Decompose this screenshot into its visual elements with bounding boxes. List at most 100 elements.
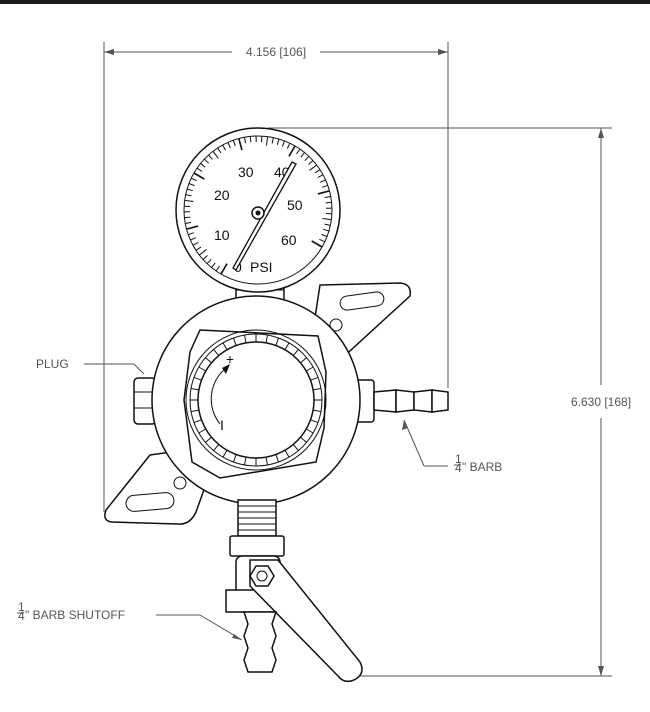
- gauge-tick: [185, 221, 192, 224]
- knurl-ridge: [275, 454, 280, 463]
- shutoff-barb: [242, 611, 278, 673]
- gauge-tick: [276, 138, 280, 145]
- knurl-ridge: [313, 388, 322, 391]
- gauge-tick: [314, 169, 321, 174]
- gauge-tick: [324, 196, 331, 199]
- knurl-ridge: [205, 357, 212, 364]
- gauge-tick: [304, 155, 310, 162]
- knurl-ridge: [284, 449, 290, 458]
- gauge-tick: [184, 216, 191, 219]
- knurl-ridge: [222, 342, 228, 351]
- barb-callout-fraction-num: 1: [455, 452, 462, 466]
- gauge-tick: [317, 190, 330, 195]
- knurl-ridge: [205, 436, 212, 443]
- gauge-tick-label-30: 30: [238, 164, 254, 180]
- height-dimension: 6.630 [168]: [268, 127, 631, 677]
- knurl-ridge: [244, 457, 247, 466]
- gauge-tick: [186, 225, 199, 230]
- lower-threaded-stem: [237, 499, 277, 537]
- knurl-ridge: [190, 409, 199, 412]
- barb-callout: 1 4 " BARB: [402, 419, 502, 475]
- gauge-tick: [311, 240, 323, 248]
- knurl-ridge: [313, 409, 322, 412]
- barb-callout-label: " BARB: [462, 460, 502, 474]
- gauge-tick: [200, 163, 206, 168]
- gauge-tick: [309, 164, 318, 171]
- top-border-bar: [0, 0, 650, 4]
- gauge-tick: [319, 238, 326, 243]
- gauge-tick: [196, 167, 203, 172]
- knurl-ridge: [213, 349, 220, 356]
- gauge-tick: [288, 145, 296, 157]
- adjustment-knob-knurl: [190, 334, 322, 466]
- gauge-tick: [249, 136, 252, 143]
- gauge-tick: [265, 136, 269, 146]
- knurl-ridge: [198, 428, 207, 434]
- knurl-ridge: [193, 419, 202, 424]
- gauge-tick: [324, 223, 331, 226]
- gauge-tick: [319, 179, 326, 183]
- shutoff-callout-fraction-den: 4: [18, 609, 25, 623]
- height-dimension-label: 6.630 [168]: [571, 395, 631, 409]
- width-dimension-label: 4.156 [106]: [246, 45, 306, 59]
- gauge-tick: [222, 144, 226, 151]
- gauge-tick: [232, 140, 236, 147]
- width-dimension: 4.156 [106]: [103, 42, 449, 512]
- gauge-tick-label-20: 20: [214, 187, 230, 203]
- gauge-tick: [296, 148, 301, 155]
- knurl-ridge: [265, 334, 268, 343]
- gauge-tick: [215, 265, 220, 272]
- knurl-ridge: [232, 337, 237, 346]
- gauge-tick: [281, 140, 285, 147]
- gauge-tick: [188, 232, 195, 236]
- gauge-tick: [321, 233, 328, 237]
- gauge-tick-marks: [184, 136, 332, 275]
- knurl-ridge: [275, 337, 280, 346]
- gauge-tick-label-60: 60: [281, 232, 297, 248]
- knurl-ridge: [300, 436, 307, 443]
- gauge-tick: [317, 174, 324, 178]
- barb-fitting: [351, 379, 449, 423]
- pressure-gauge: 0 10 20 30 40 50 60 PSI: [175, 127, 341, 293]
- gauge-tick: [193, 172, 205, 180]
- gauge-tick: [212, 150, 219, 159]
- gauge-tick-label-10: 10: [214, 227, 230, 243]
- knurl-ridge: [305, 428, 314, 434]
- gauge-tick: [321, 184, 328, 188]
- gauge-needle: [232, 161, 297, 271]
- gauge-tick: [271, 137, 274, 144]
- gauge-tick: [217, 147, 222, 154]
- dial-minus-label: I: [220, 417, 224, 433]
- plug-callout: PLUG: [36, 357, 145, 375]
- gauge-tick: [198, 249, 207, 256]
- gauge-tick: [220, 263, 228, 275]
- gauge-tick: [203, 158, 210, 164]
- knurl-ridge: [244, 334, 247, 343]
- gauge-tick: [192, 242, 199, 246]
- gauge-tick: [300, 152, 305, 158]
- knurl-ridge: [305, 366, 314, 372]
- gauge-tick: [186, 188, 193, 192]
- gauge-tick: [322, 217, 332, 221]
- gauge-unit-label: PSI: [250, 259, 273, 275]
- shutoff-valve: [225, 535, 363, 683]
- knurl-ridge: [190, 388, 199, 391]
- knurl-ridge: [222, 449, 228, 458]
- dial-plus-label: +: [226, 351, 234, 367]
- barb-callout-fraction-den: 4: [455, 461, 462, 475]
- gauge-tick: [286, 142, 291, 149]
- shutoff-valve-handle: [249, 559, 363, 683]
- gauge-tick-label-50: 50: [287, 197, 303, 213]
- gauge-tick: [206, 258, 212, 265]
- knurl-ridge: [193, 376, 202, 381]
- shutoff-callout-fraction-num: 1: [18, 600, 25, 614]
- gauge-tick: [184, 199, 194, 203]
- knurl-ridge: [300, 357, 307, 364]
- gauge-tick: [185, 194, 192, 197]
- gauge-tick: [244, 137, 247, 144]
- gauge-tick: [190, 237, 197, 241]
- knurl-ridge: [232, 454, 237, 463]
- plug-callout-label: PLUG: [36, 357, 69, 371]
- shutoff-callout-label: " BARB SHUTOFF: [25, 608, 125, 622]
